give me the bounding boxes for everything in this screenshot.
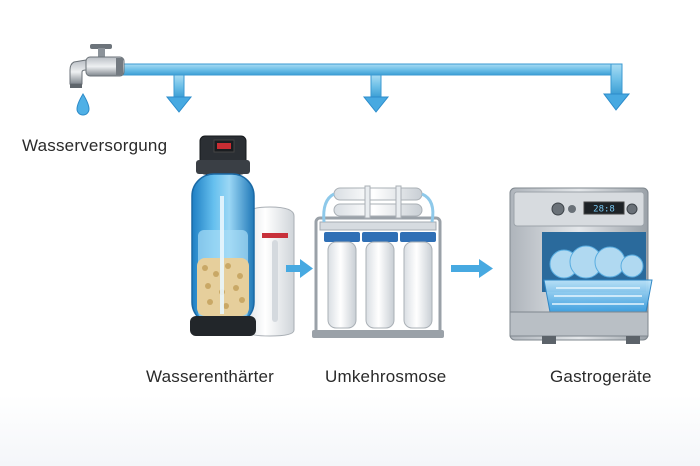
dishwasher-icon: 28:8 <box>509 187 653 344</box>
supply-pipe <box>117 63 623 98</box>
flow-arrow-2 <box>451 259 493 278</box>
branch-arrow-2 <box>362 96 390 113</box>
label-reverse-osmosis: Umkehrosmose <box>325 367 447 386</box>
label-water-softener: Wasserenthärter <box>146 367 275 386</box>
flow-arrow-1 <box>286 259 313 278</box>
reverse-osmosis-icon <box>312 185 444 338</box>
label-water-supply: Wasserversorgung <box>22 136 168 155</box>
branch-arrow-1 <box>165 96 193 113</box>
faucet-icon <box>69 44 125 116</box>
branch-arrow-3 <box>603 93 631 111</box>
floor-shadow <box>0 395 700 466</box>
water-softener-icon <box>190 135 295 337</box>
dishwasher-display: 28:8 <box>593 205 615 215</box>
label-gastro-appliances: Gastrogeräte <box>550 367 652 386</box>
